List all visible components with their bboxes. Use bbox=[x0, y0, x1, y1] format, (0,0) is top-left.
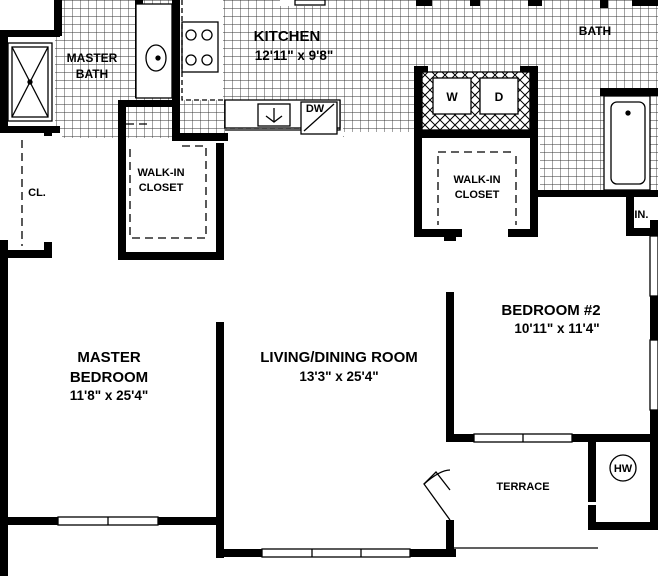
washer bbox=[432, 77, 472, 115]
wall bbox=[528, 0, 542, 6]
wall bbox=[118, 252, 224, 260]
burner-icon bbox=[185, 29, 197, 41]
master-bath-label-line1: MASTER bbox=[67, 51, 118, 65]
wall bbox=[414, 229, 462, 237]
bath-label: BATH bbox=[579, 24, 611, 38]
wall bbox=[626, 228, 658, 236]
wall bbox=[414, 66, 422, 236]
labels: KITCHEN 12'11" x 9'8" MASTER BATH BATH W… bbox=[28, 24, 648, 493]
wall bbox=[0, 250, 52, 258]
master-bedroom-label-line1: MASTER bbox=[77, 349, 141, 366]
shower bbox=[7, 42, 53, 122]
fixtures bbox=[7, 0, 651, 549]
closet-shelving bbox=[21, 123, 517, 246]
wall bbox=[600, 0, 608, 8]
dishwasher-label: DW bbox=[306, 103, 325, 115]
window bbox=[261, 548, 411, 558]
wall bbox=[470, 0, 480, 6]
wall bbox=[588, 522, 658, 530]
wall bbox=[626, 190, 634, 236]
second-closet-label-line1: WALK-IN bbox=[453, 174, 500, 186]
window bbox=[649, 339, 658, 411]
range bbox=[181, 21, 219, 73]
wall bbox=[54, 0, 62, 36]
wall bbox=[0, 36, 8, 132]
wall bbox=[632, 0, 658, 6]
wall bbox=[0, 240, 8, 576]
master-bath-tile-floor bbox=[55, 36, 125, 132]
wall bbox=[172, 133, 228, 141]
wall bbox=[44, 126, 52, 136]
wall bbox=[0, 126, 60, 133]
dryer bbox=[479, 77, 519, 115]
wall bbox=[414, 130, 538, 138]
wall bbox=[508, 229, 538, 237]
wall bbox=[118, 100, 126, 258]
wall bbox=[588, 434, 596, 502]
wall bbox=[172, 0, 180, 140]
water-heater-label: HW bbox=[614, 463, 633, 475]
water-heater bbox=[609, 454, 637, 482]
wall bbox=[520, 66, 538, 74]
wall bbox=[588, 505, 596, 530]
wall bbox=[414, 66, 428, 74]
master-closet-label-line1: WALK-IN bbox=[137, 167, 184, 179]
burner-icon bbox=[201, 29, 213, 41]
burner-icon bbox=[201, 54, 213, 66]
dryer-label: D bbox=[495, 90, 504, 104]
wall bbox=[0, 30, 60, 37]
living-room-label: LIVING/DINING ROOM bbox=[260, 349, 418, 366]
master-bedroom-label-line2: BEDROOM bbox=[70, 369, 148, 386]
master-bath-label-line2: BATH bbox=[76, 67, 108, 81]
linen-label: LIN. bbox=[628, 209, 649, 221]
wall bbox=[530, 66, 538, 236]
wall bbox=[416, 0, 432, 6]
windows bbox=[57, 235, 658, 558]
wall bbox=[44, 242, 52, 258]
master-bedroom-dims: 11'8" x 25'4" bbox=[70, 388, 149, 403]
wall bbox=[216, 143, 224, 260]
bedroom2-label: BEDROOM #2 bbox=[501, 302, 600, 319]
wall bbox=[444, 229, 456, 241]
washer-label: W bbox=[446, 90, 458, 104]
terrace-door bbox=[423, 471, 451, 521]
closet-label: CL. bbox=[28, 187, 46, 199]
wall bbox=[446, 520, 454, 557]
window bbox=[649, 235, 658, 297]
wall bbox=[118, 100, 178, 107]
kitchen-label: KITCHEN bbox=[254, 28, 321, 45]
kitchen-dims: 12'11" x 9'8" bbox=[255, 48, 334, 63]
burner-icon bbox=[185, 54, 197, 66]
second-closet-label-line2: CLOSET bbox=[455, 189, 500, 201]
wall bbox=[216, 322, 224, 558]
wall bbox=[446, 292, 454, 442]
master-closet-label-line2: CLOSET bbox=[139, 182, 184, 194]
wall bbox=[600, 88, 658, 96]
wall bbox=[536, 190, 658, 197]
living-room-dims: 13'3" x 25'4" bbox=[299, 369, 378, 384]
terrace-label: TERRACE bbox=[496, 481, 549, 493]
bedroom2-dims: 10'11" x 11'4" bbox=[514, 321, 599, 336]
